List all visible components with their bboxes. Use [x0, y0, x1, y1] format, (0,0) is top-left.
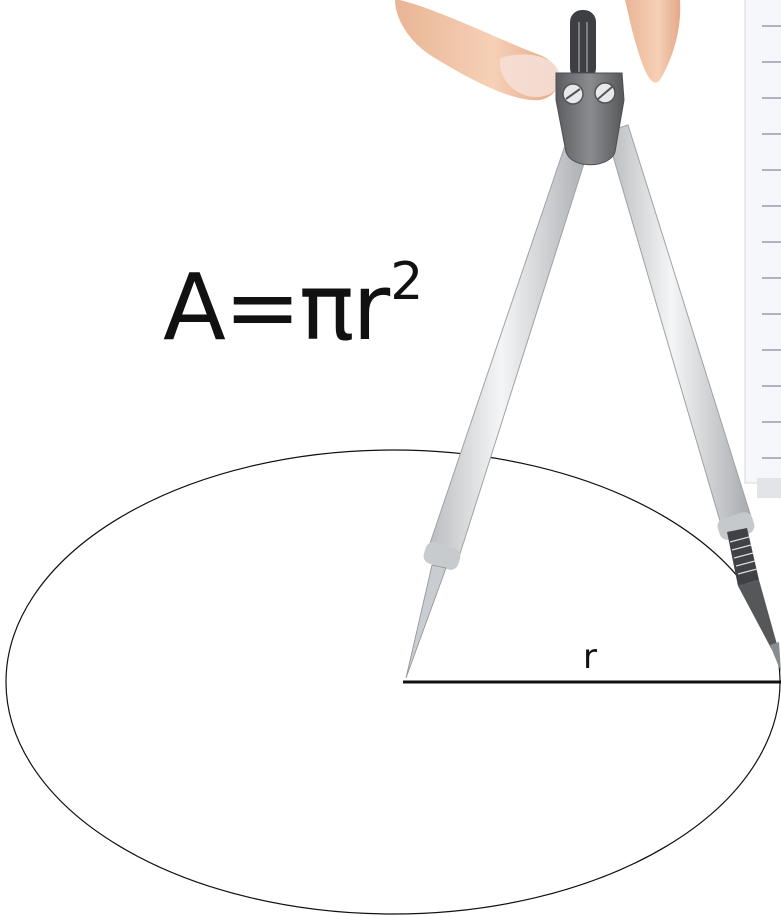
formula-exponent: 2 [390, 252, 423, 312]
formula-equals: = [223, 254, 301, 361]
notepad-icon [744, 0, 781, 498]
hand-icon [395, 0, 681, 101]
radius-label: r [583, 637, 597, 677]
compass-icon [405, 10, 781, 679]
formula-rhs: πr [299, 254, 390, 361]
formula-lhs: A [163, 254, 226, 361]
area-formula: A=πr2 [163, 256, 423, 354]
